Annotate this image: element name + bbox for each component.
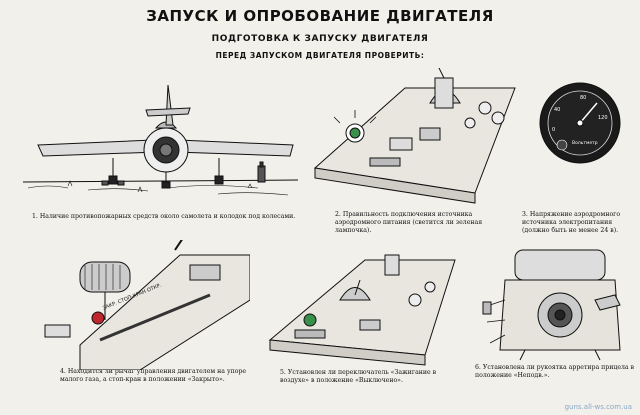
section-subtitle: ПОДГОТОВКА К ЗАПУСКУ ДВИГАТЕЛЯ <box>211 34 429 44</box>
green-lamp-icon <box>349 127 361 139</box>
panel-gunsight: 6. Установлена ли рукоятка арретира приц… <box>475 240 637 415</box>
caption-1: 1. Наличие противопожарных средств около… <box>32 213 296 220</box>
gauge-tick-120: 120 <box>598 115 608 121</box>
green-lamp-icon <box>303 313 317 327</box>
caption-5: 5. Установлен ли переключатель «Зажигани… <box>280 369 437 384</box>
caption-2: 2. Правильность подключения источника аэ… <box>335 211 483 234</box>
caption-6: 6. Установлена ли рукоятка арретира приц… <box>475 364 635 379</box>
panel-aircraft: 1. Наличие противопожарных средств около… <box>18 70 303 220</box>
aircraft-illustration <box>22 84 299 196</box>
watermark: guns.all-ws.com.ua <box>564 403 632 411</box>
caption-4: 4. Находится ли рычаг управления двигате… <box>60 368 247 383</box>
console-illustration <box>313 68 516 204</box>
throttle-illustration <box>44 240 250 370</box>
check-heading: ПЕРЕД ЗАПУСКОМ ДВИГАТЕЛЯ ПРОВЕРИТЬ: <box>215 51 425 60</box>
panel-ignition: 5. Установлен ли переключатель «Зажигани… <box>265 245 465 415</box>
panel-voltmeter: 0 40 80 120 Вольтметр 3. Напряжение аэро… <box>522 75 637 235</box>
voltmeter-gauge-icon <box>539 82 621 164</box>
gunsight-illustration <box>482 249 621 361</box>
caption-3: 3. Напряжение аэродромного источника эле… <box>522 211 621 234</box>
ignition-console-illustration <box>268 254 456 366</box>
gauge-tick-80: 80 <box>580 95 587 101</box>
gauge-tick-0: 0 <box>552 127 556 133</box>
gauge-label: Вольтметр <box>572 141 598 146</box>
panel-throttle: ЗАКР. СТОП-КРАН ОТКР. 4. Находится ли ры… <box>40 240 250 415</box>
stop-valve-knob-icon <box>91 311 105 325</box>
page-title: ЗАПУСК И ОПРОБОВАНИЕ ДВИГАТЕЛЯ <box>146 7 494 25</box>
gauge-tick-40: 40 <box>554 107 561 113</box>
panel-power-source: 2. Правильность подключения источника аэ… <box>310 68 520 234</box>
